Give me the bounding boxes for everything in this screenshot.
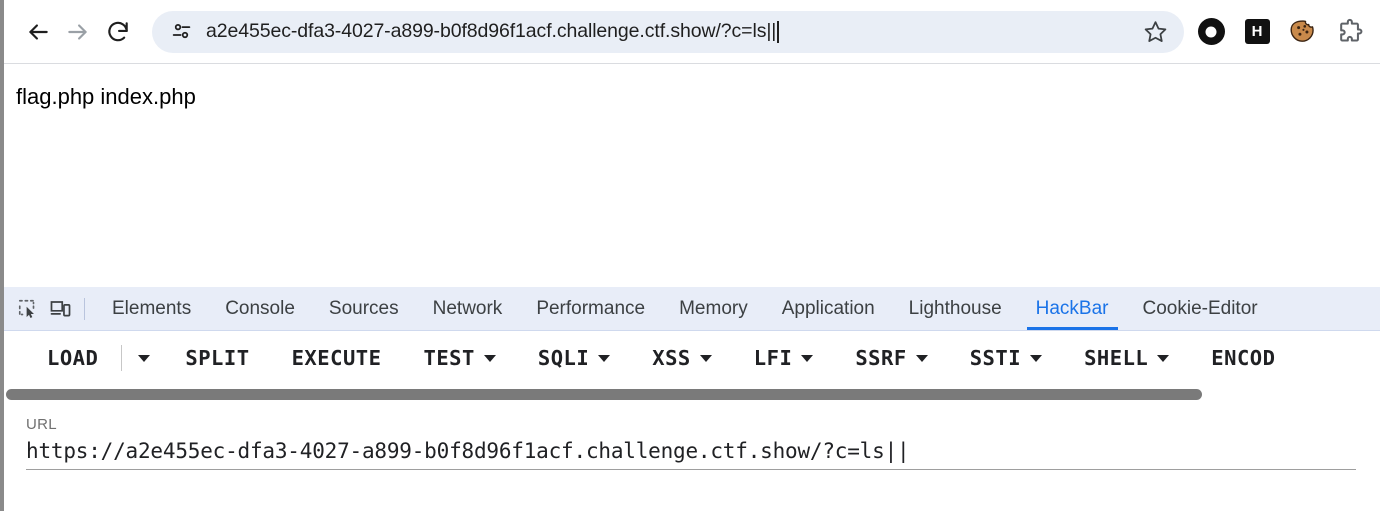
devtools-toolbar-divider	[84, 297, 85, 320]
cookie-editor-extension-icon	[1290, 19, 1314, 42]
hackbar-shell-button[interactable]: SHELL	[1063, 338, 1190, 378]
address-bar-value: a2e455ec-dfa3-4027-a899-b0f8d96f1acf.cha…	[206, 20, 777, 42]
hackbar-sqli-label: SQLI	[537, 346, 590, 370]
address-bar-text-wrap[interactable]: a2e455ec-dfa3-4027-a899-b0f8d96f1acf.cha…	[206, 20, 1138, 43]
tab-elements-label: Elements	[112, 297, 192, 319]
hackbar-ssrf-label: SSRF	[855, 346, 907, 370]
chevron-down-icon	[483, 354, 496, 362]
hackbar-toolbar-scrollbar-thumb[interactable]	[6, 389, 1202, 400]
tab-console[interactable]: Console	[208, 287, 312, 330]
tab-sources[interactable]: Sources	[312, 287, 416, 330]
inspect-element-button[interactable]	[12, 293, 44, 325]
ring-extension-icon	[1197, 18, 1225, 45]
tab-elements[interactable]: Elements	[95, 287, 208, 330]
hackbar-url-label: URL	[26, 416, 57, 433]
inspect-element-icon	[18, 299, 35, 318]
tab-lighthouse[interactable]: Lighthouse	[892, 287, 1019, 330]
tab-lighthouse-label: Lighthouse	[908, 297, 1002, 319]
forward-button[interactable]	[58, 12, 98, 52]
tab-hackbar[interactable]: HackBar	[1019, 287, 1126, 330]
bookmark-button[interactable]	[1138, 15, 1172, 49]
hackbar-execute-button[interactable]: EXECUTE	[271, 338, 403, 378]
window-left-edge	[0, 0, 4, 511]
page-viewport: flag.php index.php	[4, 63, 1380, 287]
hackbar-ssti-button[interactable]: SSTI	[949, 338, 1063, 378]
hackbar-xss-label: XSS	[652, 346, 691, 370]
chevron-down-icon	[138, 354, 151, 362]
tab-performance-label: Performance	[536, 297, 646, 319]
extension-icons: H	[1194, 15, 1372, 49]
tab-network-label: Network	[432, 297, 503, 319]
hackbar-sqli-button[interactable]: SQLI	[517, 338, 631, 378]
devtools-panel: Elements Console Sources Network Perform…	[4, 287, 1380, 511]
tab-application-label: Application	[781, 297, 875, 319]
hackbar-test-label: TEST	[423, 346, 475, 370]
chevron-down-icon	[1030, 354, 1043, 362]
devtools-tabbar: Elements Console Sources Network Perform…	[4, 287, 1380, 331]
page-info-tune-icon	[172, 23, 190, 39]
chevron-down-icon	[1157, 354, 1170, 362]
hackbar-encoding-button[interactable]: ENCOD	[1190, 338, 1296, 378]
page-info-button[interactable]	[166, 17, 196, 47]
tab-network[interactable]: Network	[416, 287, 520, 330]
tab-memory-label: Memory	[679, 297, 748, 319]
back-button[interactable]	[18, 12, 58, 52]
cookie-editor-extension-button[interactable]	[1286, 15, 1320, 49]
hackbar-url-input[interactable]: https://a2e455ec-dfa3-4027-a899-b0f8d96f…	[26, 439, 1356, 470]
tab-hackbar-label: HackBar	[1035, 297, 1109, 319]
tab-performance[interactable]: Performance	[519, 287, 662, 330]
hackbar-load-label: LOAD	[47, 346, 99, 370]
chevron-down-icon	[915, 354, 928, 362]
arrow-right-icon	[68, 23, 87, 40]
hackbar-load-separator	[121, 345, 123, 371]
hackbar-execute-label: EXECUTE	[291, 346, 382, 370]
device-toolbar-icon	[50, 301, 70, 317]
chevron-down-icon	[699, 354, 712, 362]
hackbar-toolbar: LOAD SPLIT EXECUTE TEST SQLI XSS	[4, 331, 1380, 385]
chevron-down-icon	[801, 354, 814, 362]
hackbar-split-button[interactable]: SPLIT	[164, 338, 270, 378]
hackbar-split-label: SPLIT	[185, 346, 250, 370]
hackbar-load-dropdown-button[interactable]	[124, 338, 164, 378]
tab-memory[interactable]: Memory	[662, 287, 765, 330]
tab-application[interactable]: Application	[765, 287, 892, 330]
page-content-text: flag.php index.php	[16, 84, 196, 109]
tab-cookie-editor[interactable]: Cookie-Editor	[1126, 287, 1275, 330]
hackbar-shell-label: SHELL	[1084, 346, 1149, 370]
ring-extension-button[interactable]	[1194, 15, 1228, 49]
star-icon	[1144, 21, 1166, 42]
hackbar-url-section: URL https://a2e455ec-dfa3-4027-a899-b0f8…	[4, 402, 1380, 470]
hackbar-lfi-label: LFI	[753, 346, 793, 370]
hackbar-toolbar-scrollbar[interactable]	[4, 385, 1380, 402]
hackbar-lfi-button[interactable]: LFI	[733, 338, 835, 378]
device-toolbar-button[interactable]	[44, 293, 76, 325]
address-bar-caret	[777, 20, 779, 43]
extensions-puzzle-icon	[1339, 18, 1362, 42]
chevron-down-icon	[598, 354, 611, 362]
hackbar-encoding-label: ENCOD	[1211, 346, 1276, 370]
tab-console-label: Console	[225, 297, 295, 319]
address-bar[interactable]: a2e455ec-dfa3-4027-a899-b0f8d96f1acf.cha…	[152, 10, 1184, 53]
tab-sources-label: Sources	[328, 297, 399, 319]
browser-toolbar: a2e455ec-dfa3-4027-a899-b0f8d96f1acf.cha…	[4, 0, 1380, 63]
hackbar-extension-button[interactable]: H	[1240, 15, 1274, 49]
hackbar-ssrf-button[interactable]: SSRF	[834, 338, 948, 378]
hackbar-ssti-label: SSTI	[969, 346, 1022, 370]
hackbar-test-button[interactable]: TEST	[403, 338, 517, 378]
reload-button[interactable]	[98, 12, 138, 52]
extensions-menu-button[interactable]	[1332, 15, 1366, 49]
hackbar-url-value: https://a2e455ec-dfa3-4027-a899-b0f8d96f…	[26, 439, 910, 463]
hackbar-extension-icon: H	[1244, 19, 1270, 44]
hackbar-xss-button[interactable]: XSS	[631, 338, 733, 378]
arrow-left-icon	[29, 23, 48, 40]
reload-icon	[108, 21, 128, 41]
tab-cookie-editor-label: Cookie-Editor	[1142, 297, 1258, 319]
hackbar-load-button[interactable]: LOAD	[26, 338, 119, 378]
